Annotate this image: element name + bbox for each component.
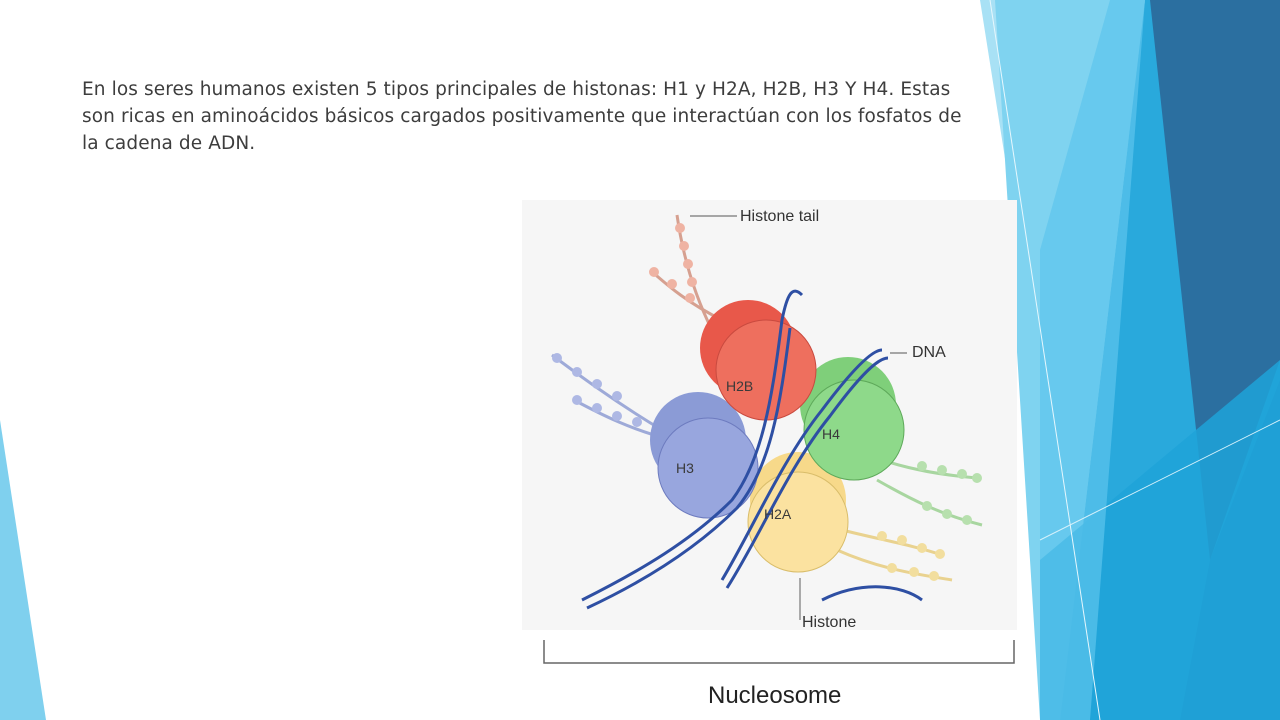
dna-strand: [581, 289, 923, 610]
h3-label: H3: [676, 460, 694, 476]
nucleosome-figure: Histone tail DNA Histone H2B H4 H3 H2A N…: [522, 200, 1042, 720]
h4-histone: [803, 379, 905, 481]
nucleosome-bracket: [543, 640, 1015, 664]
h3-histone: [657, 417, 759, 519]
h4-label: H4: [822, 426, 840, 442]
h2b-histone: [715, 319, 817, 421]
h2a-label: H2A: [764, 506, 792, 522]
histone-label: Histone: [802, 614, 857, 631]
body-paragraph: En los seres humanos existen 5 tipos pri…: [82, 79, 962, 154]
nucleosome-caption: Nucleosome: [708, 682, 842, 709]
h2a-histone: [747, 471, 849, 573]
dna-label: DNA: [912, 344, 946, 361]
h2b-label: H2B: [726, 378, 754, 394]
tail-beads: [552, 223, 982, 581]
histone-tail-label: Histone tail: [740, 208, 820, 225]
nucleosome-diagram: [522, 200, 1017, 664]
